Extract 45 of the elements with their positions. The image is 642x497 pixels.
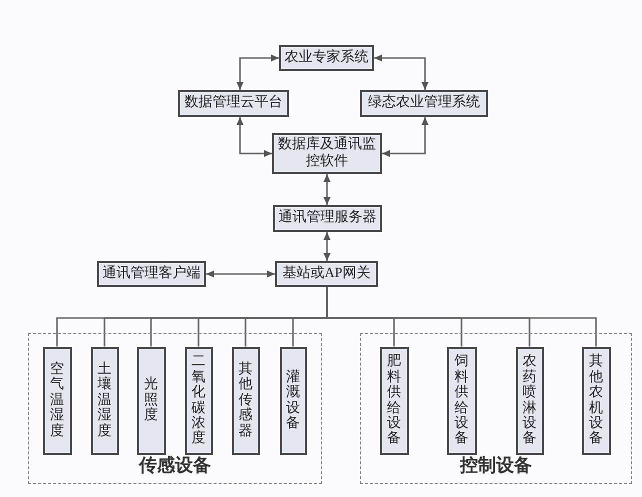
double-arrow	[206, 270, 275, 278]
box-label: 其他传感器	[238, 362, 252, 439]
dashed-group-frame	[360, 333, 632, 484]
process-box	[275, 261, 378, 287]
group-title: 控制设备	[460, 454, 532, 477]
device-box	[136, 346, 166, 454]
box-label: 通讯管理客户端	[102, 266, 200, 282]
device-box	[380, 346, 408, 454]
device-box	[42, 346, 72, 454]
process-box	[97, 261, 206, 287]
box-label: 光照度	[144, 377, 158, 424]
box-label: 灌溉设备	[286, 370, 300, 432]
double-arrow	[236, 54, 279, 90]
process-box	[360, 90, 488, 117]
double-arrow	[382, 117, 428, 157]
process-box	[273, 205, 382, 232]
double-arrow	[236, 117, 272, 157]
box-label: 肥料供给设备	[387, 354, 401, 447]
box-label: 绿态农业管理系统	[368, 95, 480, 112]
dashed-group-frame	[28, 333, 322, 484]
box-label: 数据库及通讯监控软件	[277, 136, 377, 170]
double-arrow	[324, 174, 330, 205]
device-box	[90, 346, 118, 454]
box-label: 其他农机设备	[589, 354, 603, 447]
device-box	[582, 346, 610, 454]
box-label: 空气温湿度	[50, 362, 64, 439]
device-box	[280, 346, 306, 454]
box-label: 数据管理云平台	[184, 95, 282, 112]
device-box	[516, 346, 544, 454]
group-title: 传感设备	[139, 454, 211, 477]
box-label: 土壤温湿度	[98, 362, 112, 439]
box-label: 农药喷淋设备	[522, 354, 536, 447]
box-label: 农业专家系统	[284, 50, 368, 66]
connector-line	[326, 287, 597, 346]
box-label: 饲料供给设备	[454, 354, 468, 447]
box-label: 基站或AP网关	[282, 266, 370, 282]
device-box	[232, 346, 260, 454]
device-box	[184, 346, 212, 454]
process-box	[178, 90, 289, 117]
process-box	[279, 45, 374, 71]
double-arrow	[374, 54, 428, 90]
double-arrow	[324, 232, 330, 261]
device-box	[446, 346, 476, 454]
box-label: 二氧化碳浓度	[192, 354, 206, 447]
box-label: 通讯管理服务器	[278, 210, 376, 227]
